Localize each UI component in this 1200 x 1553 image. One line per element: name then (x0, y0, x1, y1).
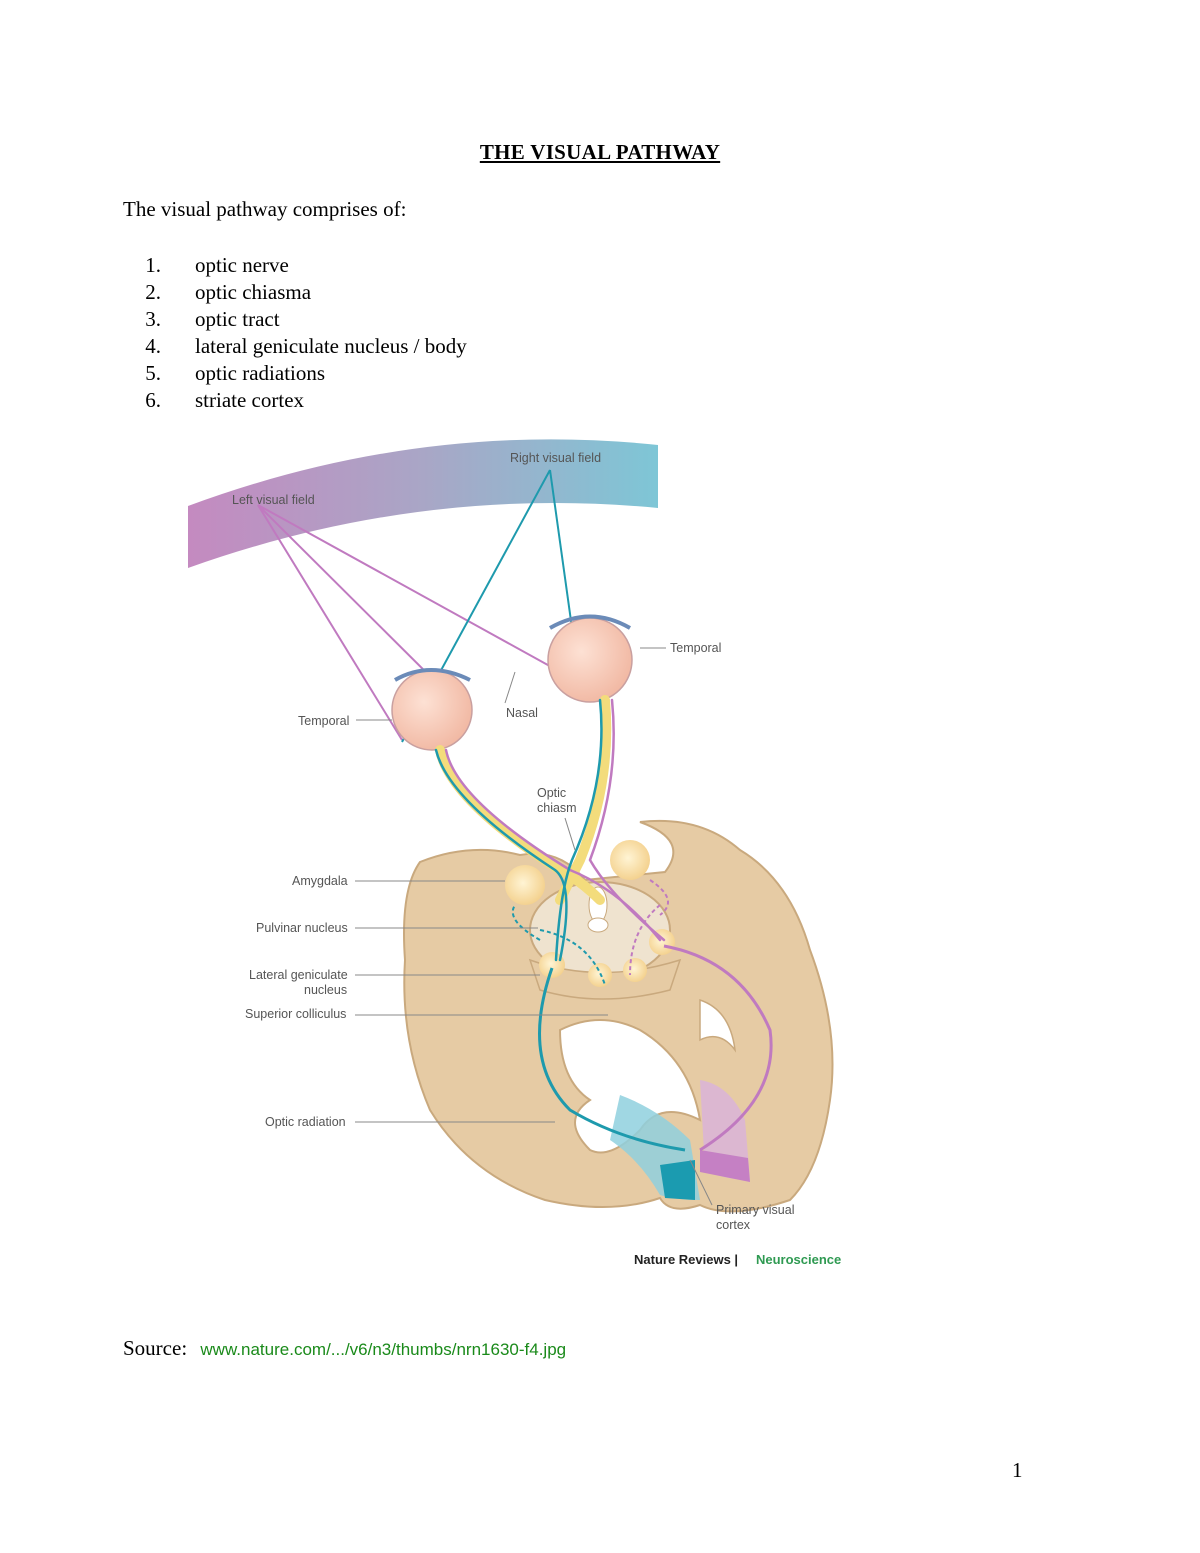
label-primary-visual-1: Primary visual (716, 1203, 795, 1217)
visual-pathway-figure: Left visual field Right visual field Tem… (188, 439, 841, 1267)
amygdala-left (505, 865, 545, 905)
visual-field-band (188, 439, 658, 568)
label-superior-colliculus: Superior colliculus (245, 1007, 346, 1021)
list-text: optic tract (195, 307, 280, 331)
label-nasal: Nasal (506, 706, 538, 720)
list-number: 3. (145, 307, 161, 331)
label-optic-chiasm-2: chiasm (537, 801, 577, 815)
page-number: 1 (1012, 1458, 1023, 1482)
visual-cortex-teal-dark (660, 1160, 695, 1200)
list-item: 1. optic nerve (123, 252, 467, 279)
lgn-left (539, 952, 565, 978)
visual-cortex-pink-dark (700, 1150, 750, 1182)
list-item: 3. optic tract (123, 306, 467, 333)
label-lgn-1: Lateral geniculate (249, 968, 348, 982)
label-amygdala: Amygdala (292, 874, 348, 888)
label-right-visual-field: Right visual field (510, 451, 601, 465)
label-optic-radiation: Optic radiation (265, 1115, 346, 1129)
list-item: 6. striate cortex (123, 387, 467, 414)
optic-radiations (511, 879, 773, 1152)
label-temporal-left: Temporal (298, 714, 349, 728)
list-number: 1. (145, 253, 161, 277)
list-item: 5. optic radiations (123, 360, 467, 387)
list-number: 6. (145, 388, 161, 412)
colliculus-right (623, 958, 647, 982)
brain-section (403, 819, 834, 1213)
figure-credit-journal: Nature Reviews | (634, 1252, 738, 1267)
label-left-visual-field: Left visual field (232, 493, 315, 507)
label-temporal-right: Temporal (670, 641, 721, 655)
aqueduct-lower (587, 917, 609, 933)
list-text: lateral geniculate nucleus / body (195, 334, 467, 358)
amygdala-right (610, 840, 650, 880)
list-text: optic radiations (195, 361, 326, 385)
optic-nerves (434, 695, 666, 962)
source-label: Source: (123, 1336, 188, 1360)
list-number: 2. (145, 280, 161, 304)
intro-text: The visual pathway comprises of: (123, 197, 407, 221)
left-eye (391, 668, 473, 751)
label-pulvinar: Pulvinar nucleus (256, 921, 348, 935)
list-item: 2. optic chiasma (123, 279, 467, 306)
label-optic-chiasm-1: Optic (537, 786, 566, 800)
source-link[interactable]: www.nature.com/.../v6/n3/thumbs/nrn1630-… (200, 1340, 567, 1359)
list-number: 4. (145, 334, 161, 358)
list-item: 4. lateral geniculate nucleus / body (123, 333, 467, 360)
source-line: Source: www.nature.com/.../v6/n3/thumbs/… (123, 1336, 566, 1361)
label-lgn-2: nucleus (304, 983, 347, 997)
list-text: optic nerve (195, 253, 289, 277)
list-text: optic chiasma (195, 280, 312, 304)
right-eye (547, 614, 633, 703)
pathway-list: 1. optic nerve 2. optic chiasma 3. optic tr… (123, 252, 467, 414)
list-text: striate cortex (195, 388, 305, 412)
figure-credit-section: Neuroscience (756, 1252, 841, 1267)
list-number: 5. (145, 361, 161, 385)
page-title: THE VISUAL PATHWAY (479, 140, 721, 164)
lateral-sulcus (699, 998, 737, 1053)
label-primary-visual-2: cortex (716, 1218, 751, 1232)
leader-lines (355, 647, 713, 1206)
